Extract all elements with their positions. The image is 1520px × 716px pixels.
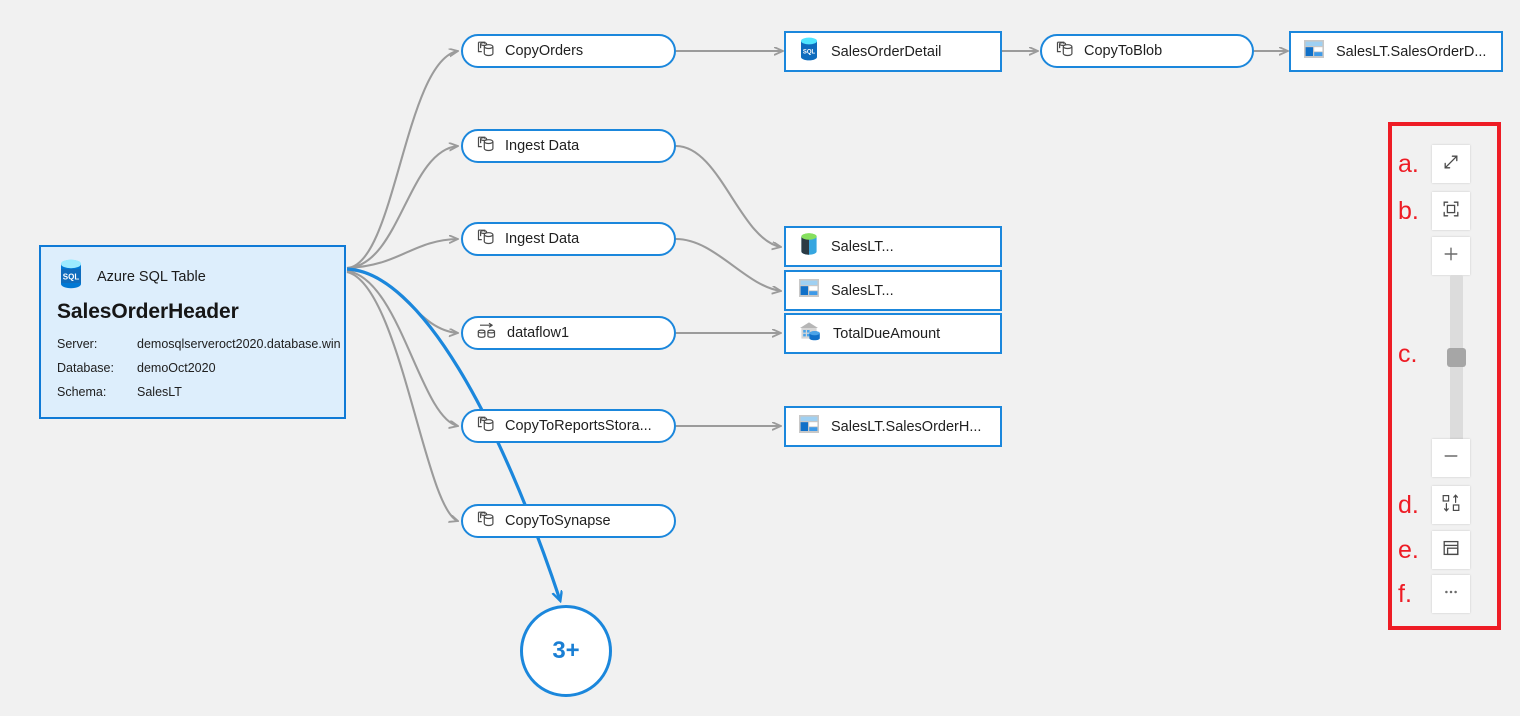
property-key: Database: [57, 361, 114, 375]
dataset-node-saleslt-salesorderdetail[interactable]: SalesLT.SalesOrderD... [1289, 31, 1503, 72]
diagonal-arrows-icon [1442, 153, 1460, 176]
source-node-title: SalesOrderHeader [57, 300, 239, 323]
minus-icon [1442, 447, 1460, 470]
dataset-label: SalesLT.SalesOrderD... [1336, 43, 1487, 60]
dataset-label: SalesLT... [831, 282, 894, 299]
activity-node-ingest-data-2[interactable]: Ingest Data [461, 222, 676, 256]
callout-letter-a: a. [1398, 149, 1419, 178]
layout-swap-icon [1441, 493, 1461, 518]
copy-activity-icon [476, 509, 496, 534]
toolbar-row-panel: e. [1398, 531, 1470, 569]
dataset-label: SalesOrderDetail [831, 43, 942, 60]
dataset-node-salesorderdetail[interactable]: SQL SalesOrderDetail [784, 31, 1002, 72]
more-options-button[interactable] [1432, 575, 1470, 613]
activity-label: Ingest Data [505, 231, 580, 247]
property-value: SalesLT [137, 385, 182, 399]
activity-node-copytoreportsstorage[interactable]: CopyToReportsStora... [461, 409, 676, 443]
property-row: Server: demosqlserveroct2020.database.wi… [57, 332, 344, 356]
toolbar-row-auto-layout: d. [1398, 486, 1470, 524]
svg-text:SQL: SQL [803, 50, 816, 56]
activity-node-dataflow1[interactable]: dataflow1 [461, 316, 676, 350]
toolbar-row-fit-screen: b. [1398, 192, 1470, 230]
property-key: Server: [57, 337, 98, 351]
dataset-node-totaldueamount[interactable]: TotalDueAmount [784, 313, 1002, 354]
auto-layout-button[interactable] [1432, 486, 1470, 524]
dataset-label: SalesLT.SalesOrderH... [831, 418, 982, 435]
dataflow-icon [476, 321, 498, 346]
blob-storage-icon [798, 278, 820, 303]
property-row: Database: demoOct2020 [57, 356, 344, 380]
azure-sql-icon: SQL [57, 259, 85, 294]
synapse-icon [798, 232, 820, 261]
callout-letter-c: c. [1398, 340, 1418, 368]
zoom-slider-thumb[interactable] [1447, 348, 1466, 367]
panel-layout-icon [1442, 539, 1460, 562]
activity-node-copytoblob[interactable]: CopyToBlob [1040, 34, 1254, 68]
source-node-properties: Server: demosqlserveroct2020.database.wi… [41, 328, 344, 404]
property-value: demoOct2020 [137, 361, 216, 375]
toggle-panel-button[interactable] [1432, 531, 1470, 569]
toolbar-row-zoom-out [1398, 439, 1470, 477]
activity-label: CopyOrders [505, 43, 584, 59]
toolbar-row-zoom-in [1398, 237, 1470, 275]
fit-to-screen-button[interactable] [1432, 192, 1470, 230]
plus-icon [1442, 245, 1460, 268]
property-key: Schema: [57, 385, 107, 399]
data-warehouse-icon [798, 320, 822, 347]
source-node-sales-order-header[interactable]: SQL Azure SQL Table SalesOrderHeader Ser… [39, 245, 346, 419]
dataset-node-saleslt-salesorderheader[interactable]: SalesLT.SalesOrderH... [784, 406, 1002, 447]
copy-activity-icon [1055, 39, 1075, 64]
toolbar-row-slider: c. [1398, 340, 1432, 369]
more-nodes-badge[interactable]: 3+ [520, 605, 612, 697]
activity-node-copytosynapse[interactable]: CopyToSynapse [461, 504, 676, 538]
copy-activity-icon [476, 134, 496, 159]
activity-label: CopyToReportsStora... [505, 418, 652, 434]
activity-label: CopyToBlob [1084, 43, 1163, 59]
dataset-node-saleslt-blob[interactable]: SalesLT... [784, 270, 1002, 311]
blob-storage-icon [798, 414, 820, 439]
expand-button[interactable] [1432, 145, 1470, 183]
callout-letter-f: f. [1398, 579, 1412, 608]
activity-node-copyorders[interactable]: CopyOrders [461, 34, 676, 68]
copy-activity-icon [476, 39, 496, 64]
zoom-in-button[interactable] [1432, 237, 1470, 275]
activity-label: dataflow1 [507, 325, 570, 341]
azure-sql-icon: SQL [798, 37, 820, 66]
copy-activity-icon [476, 227, 496, 252]
source-node-kind: Azure SQL Table [97, 268, 206, 285]
zoom-out-button[interactable] [1432, 439, 1470, 477]
property-row: Schema: SalesLT [57, 380, 344, 404]
blob-storage-icon [1303, 39, 1325, 64]
dataset-node-saleslt-synapse[interactable]: SalesLT... [784, 226, 1002, 267]
ellipsis-icon [1442, 583, 1460, 606]
toolbar-row-expand: a. [1398, 145, 1470, 183]
fit-screen-icon [1442, 200, 1460, 223]
callout-letter-b: b. [1398, 196, 1419, 225]
activity-label: Ingest Data [505, 138, 580, 154]
property-value: demosqlserveroct2020.database.win [137, 337, 341, 351]
activity-label: CopyToSynapse [505, 513, 611, 529]
callout-letter-e: e. [1398, 535, 1419, 564]
toolbar-highlight-box [1388, 122, 1501, 630]
copy-activity-icon [476, 414, 496, 439]
svg-text:SQL: SQL [63, 273, 80, 282]
dataset-label: TotalDueAmount [833, 325, 941, 342]
dataset-label: SalesLT... [831, 238, 894, 255]
toolbar-row-more: f. [1398, 575, 1470, 613]
callout-letter-d: d. [1398, 490, 1419, 519]
source-node-header: SQL Azure SQL Table [41, 247, 344, 294]
activity-node-ingest-data-1[interactable]: Ingest Data [461, 129, 676, 163]
